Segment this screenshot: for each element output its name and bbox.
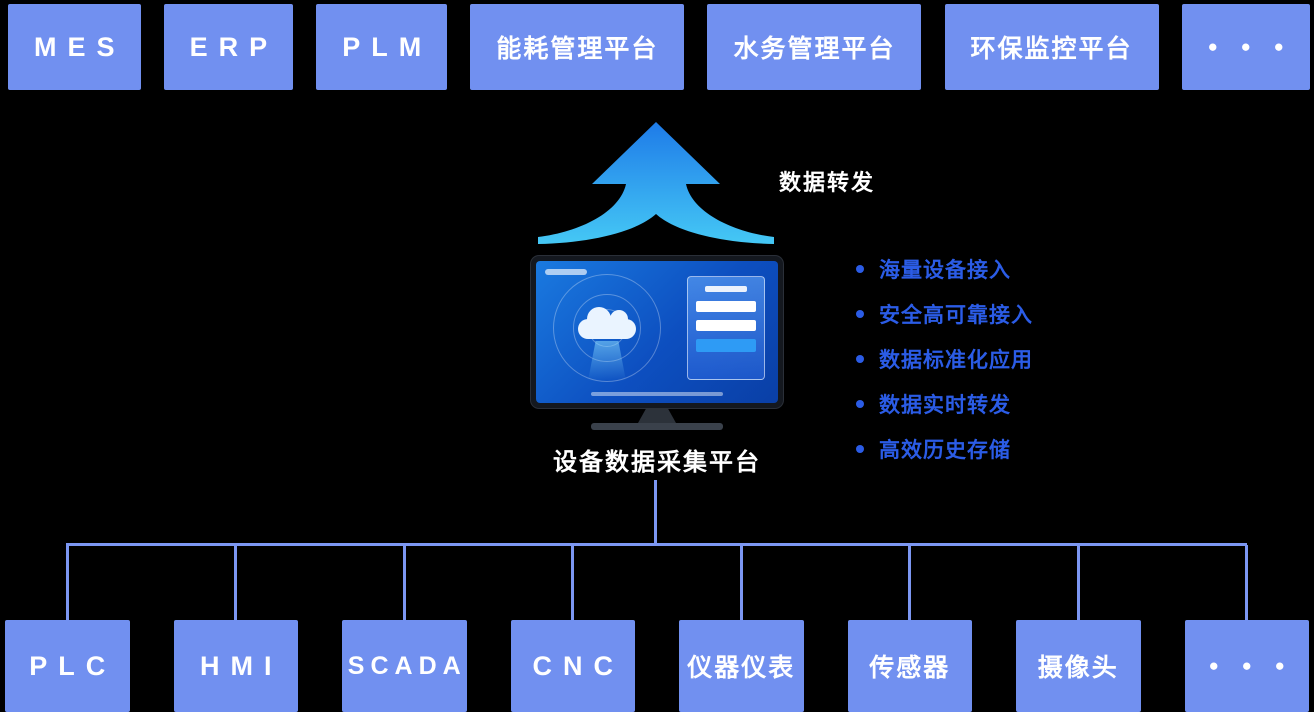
device-box-label: 摄像头: [1037, 654, 1119, 682]
device-box-label: PLC: [29, 650, 117, 681]
screen-footer-text: [591, 392, 723, 396]
login-title-bar: [705, 286, 747, 292]
device-box-label: 传感器: [869, 654, 951, 682]
platform-monitor: [531, 256, 783, 430]
system-box: PLM: [316, 4, 448, 90]
device-box: 仪器仪表: [679, 620, 804, 712]
device-box: 传感器: [847, 620, 972, 712]
system-box-label: MES: [34, 31, 126, 62]
feature-item: 海量设备接入: [856, 246, 1033, 291]
system-box: MES: [8, 4, 141, 90]
login-button: [696, 339, 756, 352]
system-box-label: 水务管理平台: [733, 35, 896, 63]
data-forward-label: 数据转发: [779, 170, 876, 195]
device-box-label: HMI: [200, 650, 283, 681]
device-box: 摄像头: [1016, 620, 1141, 712]
drop-connector-line: [403, 545, 406, 621]
bus-connector-line: [66, 543, 1247, 546]
device-box: HMI: [173, 620, 298, 712]
device-box-label: 仪器仪表: [687, 654, 796, 682]
device-box-label: CNC: [532, 650, 624, 681]
monitor-stand-base: [591, 423, 723, 430]
drop-connector-line: [1245, 545, 1248, 621]
feature-item: 数据标准化应用: [856, 336, 1033, 381]
monitor-stand-neck: [638, 408, 676, 423]
monitor-screen: [536, 261, 778, 403]
cloud-icon: [578, 307, 636, 339]
system-box-label: 环保监控平台: [970, 35, 1133, 63]
feature-text: 数据实时转发: [879, 393, 1011, 417]
drop-connector-line: [66, 545, 69, 621]
screen-logo: [545, 269, 587, 275]
signal-ring: [553, 274, 661, 382]
device-box-label: SCADA: [347, 651, 467, 680]
system-box-label: ERP: [189, 31, 279, 62]
feature-item: 高效历史存储: [856, 426, 1033, 471]
feature-text: 安全高可靠接入: [879, 303, 1033, 327]
drop-connector-line: [908, 545, 911, 621]
device-box: CNC: [510, 620, 635, 712]
login-panel: [687, 276, 765, 380]
system-box: ● ● ●: [1181, 4, 1310, 90]
up-arrow-icon: [538, 122, 774, 244]
bullet-icon: [856, 354, 864, 363]
bullet-icon: [856, 309, 864, 318]
login-input: [696, 320, 756, 331]
system-box: 能耗管理平台: [470, 4, 685, 90]
device-box: ● ● ●: [1184, 620, 1309, 712]
bullet-icon: [856, 264, 864, 273]
top-systems-row: MES ERP PLM 能耗管理平台 水务管理平台 环保监控平台 ● ● ●: [8, 4, 1310, 90]
feature-item: 数据实时转发: [856, 381, 1033, 426]
device-box-label: ● ● ●: [1208, 656, 1294, 675]
system-box: ERP: [163, 4, 294, 90]
drop-connector-line: [740, 545, 743, 621]
feature-list: 海量设备接入 安全高可靠接入 数据标准化应用 数据实时转发 高效历史存储: [856, 246, 1033, 471]
system-box: 环保监控平台: [944, 4, 1159, 90]
platform-caption: 设备数据采集平台: [553, 449, 761, 476]
bullet-icon: [856, 399, 864, 408]
device-box: SCADA: [342, 620, 467, 712]
system-box-label: 能耗管理平台: [496, 35, 659, 63]
drop-connector-line: [571, 545, 574, 621]
system-box: 水务管理平台: [707, 4, 922, 90]
center-connector-line: [654, 480, 657, 544]
bottom-devices-row: PLC HMI SCADA CNC 仪器仪表 传感器 摄像头 ● ● ●: [5, 620, 1309, 712]
login-input: [696, 301, 756, 312]
feature-text: 海量设备接入: [879, 258, 1011, 282]
bullet-icon: [856, 444, 864, 453]
drop-connector-line: [234, 545, 237, 621]
drop-connector-line: [1077, 545, 1080, 621]
device-box: PLC: [5, 620, 130, 712]
system-box-label: PLM: [342, 31, 433, 62]
monitor-frame: [531, 256, 783, 408]
system-box-label: ● ● ●: [1207, 37, 1293, 56]
feature-item: 安全高可靠接入: [856, 291, 1033, 336]
feature-text: 数据标准化应用: [879, 348, 1033, 372]
feature-text: 高效历史存储: [879, 438, 1011, 462]
